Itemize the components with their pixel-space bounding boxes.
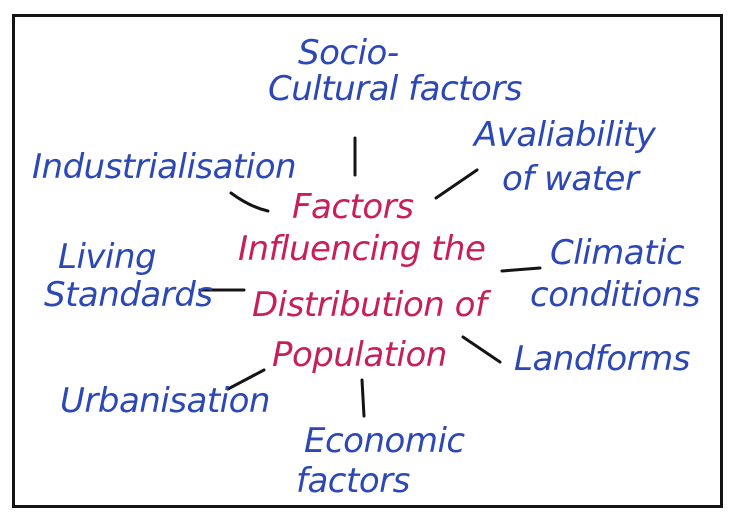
center-title-line-2: Influencing the (238, 229, 486, 269)
factor-living-standards-line-2: Standards (44, 275, 213, 315)
connector-economic (360, 378, 366, 418)
connector-water (434, 168, 479, 200)
center-title-line-4: Population (272, 335, 447, 375)
factor-living-standards-line-1: Living (58, 237, 157, 277)
connector-industrialisation (229, 191, 270, 213)
diagram-frame (12, 14, 723, 508)
factor-climatic-line-2: conditions (530, 275, 700, 315)
factor-industrialisation: Industrialisation (32, 147, 297, 187)
factor-landforms: Landforms (514, 339, 691, 379)
factor-economic-line-2: factors (296, 461, 410, 501)
factor-urbanisation: Urbanisation (60, 381, 270, 421)
factor-water-line-2: of water (502, 159, 639, 199)
connector-climatic (500, 266, 542, 273)
factor-economic-line-1: Economic (304, 421, 465, 461)
center-title-line-1: Factors (292, 187, 414, 227)
factor-climatic-line-1: Climatic (550, 233, 685, 273)
factor-socio-cultural-line-2: Cultural factors (268, 69, 523, 109)
center-title-line-3: Distribution of (252, 285, 487, 325)
factor-water-line-1: Avaliability (474, 115, 656, 155)
connector-landforms (461, 335, 502, 364)
factor-socio-cultural-line-1: Socio- (298, 33, 399, 73)
connector-urbanisation (226, 368, 266, 391)
